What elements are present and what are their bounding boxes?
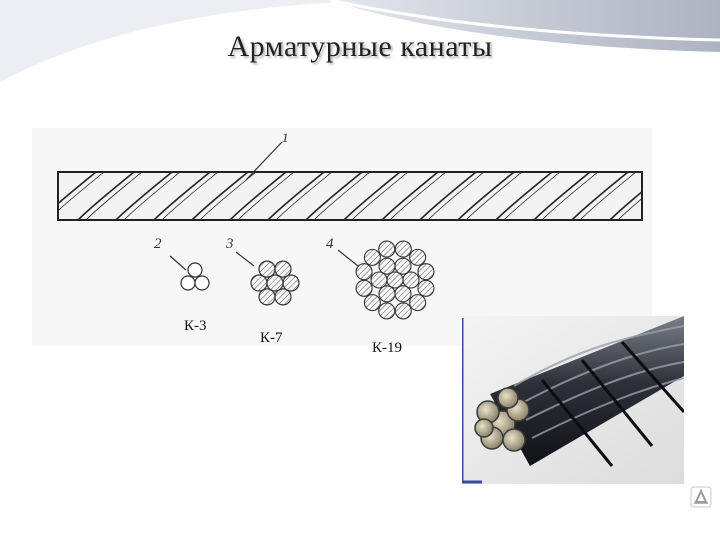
presentation-logo-icon [690,486,712,508]
drawing-panel [32,128,652,346]
label-k7: К-7 [260,330,283,346]
label-k3: К-3 [184,318,207,334]
cross-section-k3 [180,262,210,291]
twisted-rope [57,171,643,221]
header-swoosh-decoration [0,0,720,82]
callout-1: 1 [282,130,289,145]
callout-2: 2 [154,236,162,252]
slide-title: Арматурные канаты [227,30,493,63]
cross-section-k19 [355,240,435,320]
steel-strand-photo [462,316,684,484]
callout-4: 4 [326,236,334,252]
label-k19: К-19 [372,340,402,356]
callout-3: 3 [225,236,234,252]
cross-section-k7 [250,260,300,306]
